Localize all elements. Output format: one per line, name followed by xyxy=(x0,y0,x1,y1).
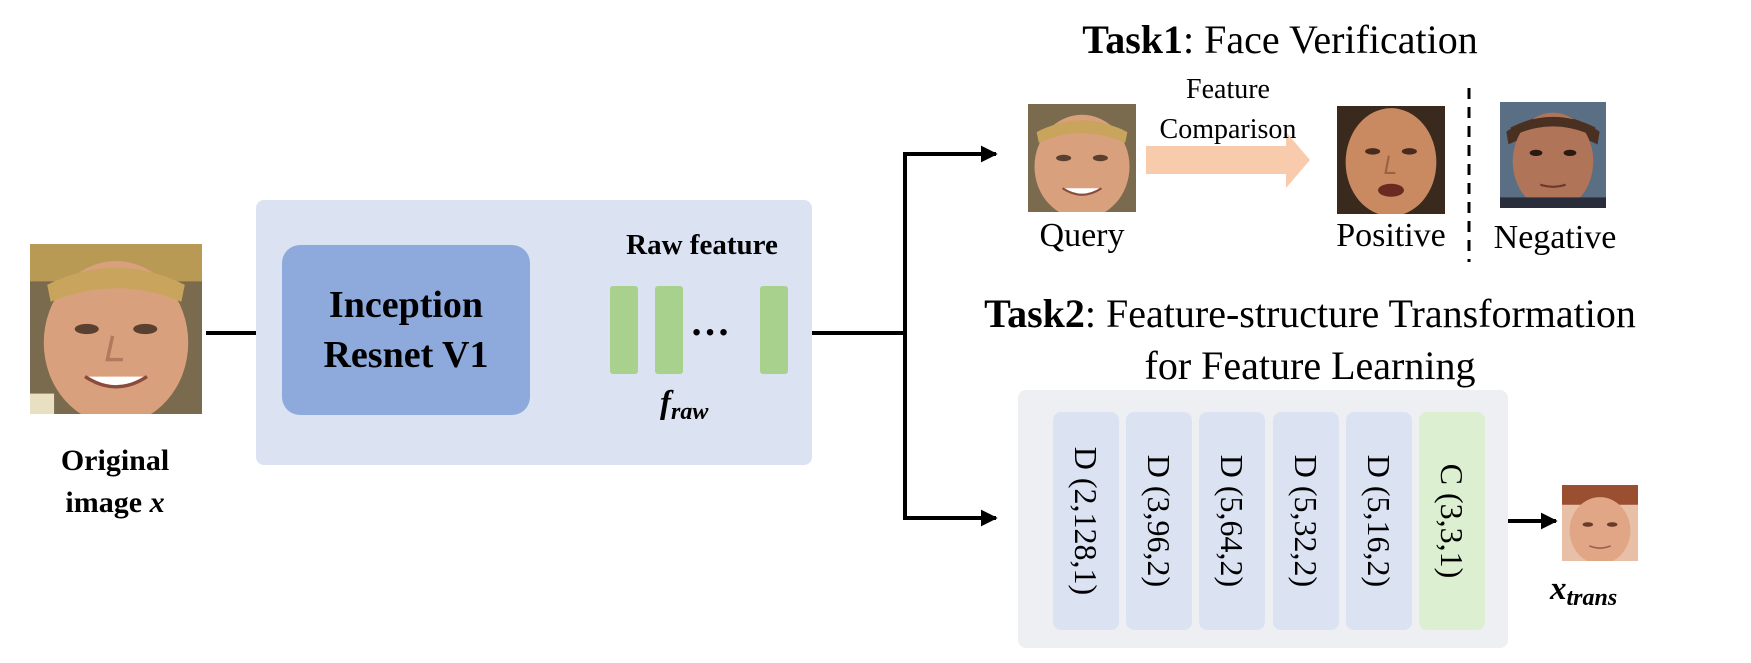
feature-comparison-label: Feature Comparison xyxy=(1128,70,1328,150)
decoder-layer-3: D (5,64,2) xyxy=(1199,412,1265,630)
task2-title: Task2: Feature-structure Transformation … xyxy=(930,288,1690,392)
task2-title-line2: for Feature Learning xyxy=(1144,343,1476,388)
decoder-layer-5: D (5,16,2) xyxy=(1346,412,1412,630)
original-label-line1: Original xyxy=(60,444,170,477)
negative-face-image xyxy=(1500,102,1606,208)
task1-title-bold: Task1 xyxy=(1082,17,1184,62)
feature-bar-2 xyxy=(655,286,683,374)
decoder-layer-4-label: D (5,32,2) xyxy=(1288,454,1324,588)
task2-title-bold: Task2 xyxy=(984,291,1085,336)
transformed-output-variable: xtrans xyxy=(1550,570,1617,617)
feature-ellipsis: … xyxy=(690,299,731,344)
decoder-layer-1: D (2,128,1) xyxy=(1053,412,1119,630)
feature-bar-1 xyxy=(610,286,638,374)
decoder-layer-3-label: D (5,64,2) xyxy=(1214,454,1250,588)
raw-feature-symbol: f xyxy=(660,385,671,421)
original-face-image xyxy=(30,244,202,414)
positive-face-image xyxy=(1337,106,1445,214)
raw-feature-subscript: raw xyxy=(671,399,709,425)
input-variable: x xyxy=(149,486,165,519)
conv-layer-label: C (3,3,1) xyxy=(1434,463,1470,579)
decoder-layer-5-label: D (5,16,2) xyxy=(1361,454,1397,588)
original-image-label: Original image x xyxy=(20,440,210,524)
original-label-line2: image xyxy=(65,486,150,519)
task1-title: Task1: Face Verification xyxy=(1060,16,1500,64)
feature-comparison-line2: Comparison xyxy=(1159,114,1297,145)
decoder-layer-2-label: D (3,96,2) xyxy=(1141,454,1177,588)
inception-label-line1: Inception xyxy=(328,284,484,326)
feature-comparison-line1: Feature xyxy=(1186,74,1270,105)
decoder-layer-4: D (5,32,2) xyxy=(1273,412,1339,630)
positive-label: Positive xyxy=(1336,217,1446,254)
task2-title-rest: : Feature-structure Transformation xyxy=(1084,291,1636,336)
task1-branch-arrow xyxy=(903,145,998,520)
negative-label: Negative xyxy=(1493,219,1617,256)
feature-comparison-arrow xyxy=(1146,132,1310,188)
raw-feature-label: Raw feature xyxy=(626,229,778,261)
decoder-layer-2: D (3,96,2) xyxy=(1126,412,1192,630)
conv-layer-output: C (3,3,1) xyxy=(1419,412,1485,630)
inception-resnet-block: Inception Resnet V1 xyxy=(282,245,530,415)
task1-title-rest: : Face Verification xyxy=(1183,17,1478,62)
decoder-layer-1-label: D (2,128,1) xyxy=(1068,446,1104,596)
inception-label-line2: Resnet V1 xyxy=(323,334,489,376)
raw-feature-variable: fraw xyxy=(660,384,708,431)
query-face-image xyxy=(1028,104,1136,212)
query-label: Query xyxy=(1039,217,1125,254)
transformed-output-image xyxy=(1562,485,1638,561)
feature-bar-last xyxy=(760,286,788,374)
output-subscript: trans xyxy=(1566,585,1618,611)
output-symbol: x xyxy=(1550,571,1567,607)
